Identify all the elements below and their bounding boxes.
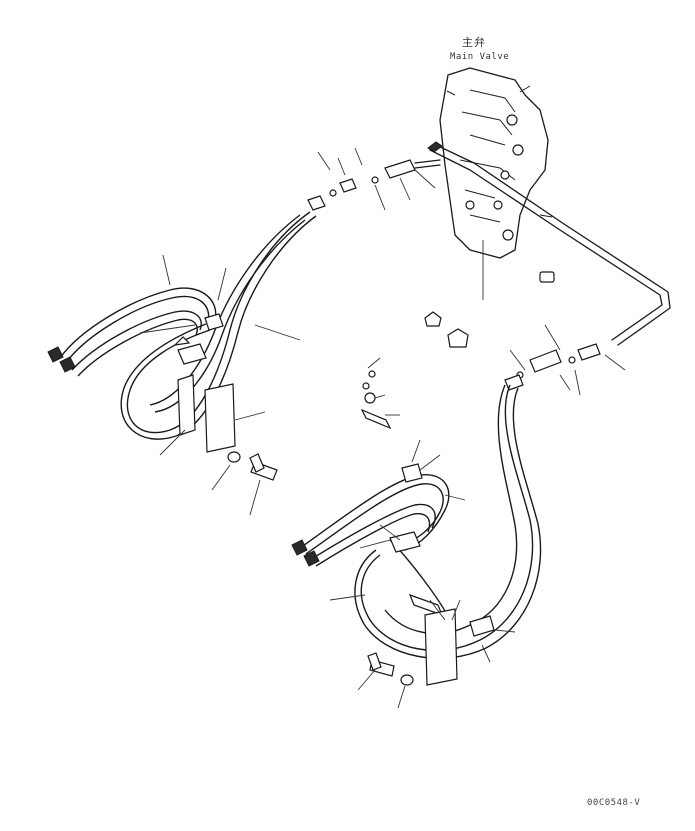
main-valve-label-jp: 主弁 [462,36,486,49]
main-valve-label-en: Main Valve [450,52,510,62]
figure-code: 00C0548-V [587,798,641,808]
right-hose-assembly [291,370,542,686]
valve-fittings [424,271,555,348]
steel-line-left [307,159,441,211]
leader-lines [139,147,626,709]
left-hose-assembly [47,211,317,481]
steel-line-right [427,141,671,346]
main-valve [439,67,553,300]
right-adapters [504,343,601,391]
